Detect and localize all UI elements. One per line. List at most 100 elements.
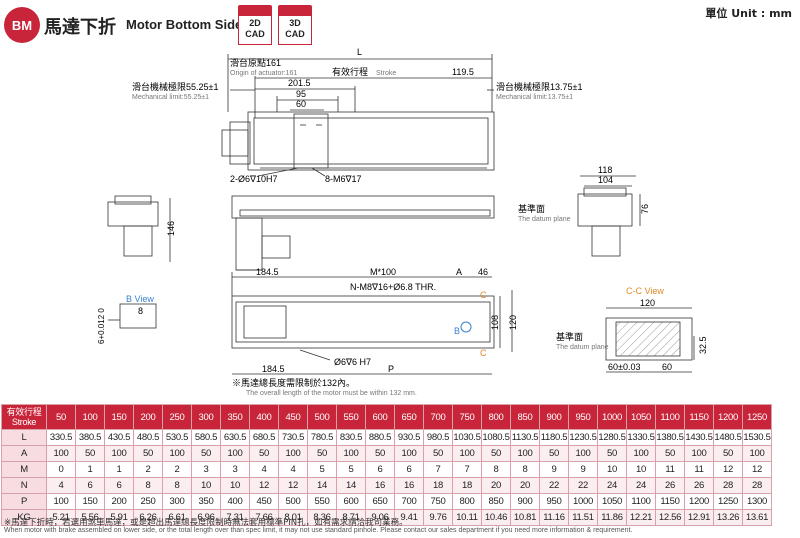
side-view-body — [231, 195, 495, 219]
table-cell: 8.01 — [278, 509, 308, 526]
table-cell: 10.11 — [452, 509, 482, 526]
table-cell: 6.96 — [191, 509, 221, 526]
table-cell: 6 — [365, 461, 395, 478]
table-cell: 700 — [394, 493, 424, 510]
table-cell: 8 — [481, 461, 511, 478]
row-label: L — [1, 429, 47, 446]
table-cell: 780.5 — [307, 429, 337, 446]
table-cell: 6 — [394, 461, 424, 478]
dim-46: 46 — [478, 267, 488, 277]
table-cell: 450 — [249, 493, 279, 510]
table-cell: 5 — [307, 461, 337, 478]
cad-3d-label: 3D — [289, 18, 301, 28]
table-cell: 5.56 — [75, 509, 105, 526]
table-cell: 100 — [742, 445, 772, 462]
table-cell: 12 — [713, 461, 743, 478]
stroke-header-cell: 350 — [220, 404, 250, 430]
table-cell: 1300 — [742, 493, 772, 510]
stroke-header-cell: 750 — [452, 404, 482, 430]
bottom-view-body — [231, 295, 495, 349]
table-cell: 1230.5 — [568, 429, 598, 446]
table-cell: 8.36 — [307, 509, 337, 526]
stroke-header-cell: 1000 — [597, 404, 627, 430]
datum-zh: 基準面 — [518, 203, 545, 214]
table-cell: 8 — [510, 461, 540, 478]
table-cell: 50 — [713, 445, 743, 462]
dim-201-5: 201.5 — [288, 78, 311, 88]
hole-2-label: 2-Ø6∇10H7 — [230, 174, 278, 184]
table-cell: 9 — [539, 461, 569, 478]
table-cell: 300 — [162, 493, 192, 510]
hole-8-label: 8-M6∇17 — [325, 174, 362, 184]
end-view-left — [107, 201, 159, 227]
table-cell: 900 — [510, 493, 540, 510]
table-cell: 22 — [539, 477, 569, 494]
table-cell: 1480.5 — [713, 429, 743, 446]
table-cell: 4 — [249, 461, 279, 478]
table-cell: 7.66 — [249, 509, 279, 526]
row-label: P — [1, 493, 47, 510]
table-cell: 24 — [597, 477, 627, 494]
dim-184-5-top: 184.5 — [256, 267, 279, 277]
stroke-zh: 有效行程 — [332, 66, 368, 77]
table-cell: 650 — [365, 493, 395, 510]
stroke-header-zh: 有效行程 — [6, 407, 42, 417]
table-cell: 16 — [394, 477, 424, 494]
table-cell: 28 — [713, 477, 743, 494]
technical-drawing: L 滑台原點161 Origin of actuator:161 有效行程 St… — [97, 47, 708, 397]
table-cell: 6.61 — [162, 509, 192, 526]
table-cell: 1530.5 — [742, 429, 772, 446]
table-cell: 100 — [162, 445, 192, 462]
table-cell: 330.5 — [46, 429, 76, 446]
table-cell: 1050 — [597, 493, 627, 510]
table-cell: 8 — [162, 477, 192, 494]
table-cell: 10.81 — [510, 509, 540, 526]
stroke-header-cell: 550 — [336, 404, 366, 430]
table-cell: 100 — [46, 493, 76, 510]
stroke-header-cell: 300 — [191, 404, 221, 430]
datum2-zh: 基準面 — [556, 331, 583, 342]
stroke-header-cell: 150 — [104, 404, 134, 430]
dim-146: 146 — [166, 221, 176, 236]
dim-60: 60 — [296, 99, 306, 109]
stroke-header-cell: 900 — [539, 404, 569, 430]
stroke-header-cell: 1100 — [655, 404, 685, 430]
table-cell: 1 — [75, 461, 105, 478]
end-view-right — [577, 193, 633, 227]
table-cell: 100 — [684, 445, 714, 462]
table-cell: 10 — [597, 461, 627, 478]
table-cell: 1330.5 — [626, 429, 656, 446]
table-cell: 880.5 — [365, 429, 395, 446]
table-cell: 16 — [365, 477, 395, 494]
table-cell: 100 — [278, 445, 308, 462]
title-chinese: 馬達下折 — [44, 17, 116, 38]
table-cell: 9.41 — [394, 509, 424, 526]
b-view-title: B View — [126, 294, 154, 304]
table-cell: 20 — [481, 477, 511, 494]
stroke-header-cell: 700 — [423, 404, 453, 430]
dim-60-cc: 60 — [662, 362, 672, 372]
stroke-header-cell: 400 — [249, 404, 279, 430]
table-cell: 6 — [75, 477, 105, 494]
table-cell: 500 — [278, 493, 308, 510]
title-english: Motor Bottom Side — [126, 17, 243, 32]
table-cell: 50 — [423, 445, 453, 462]
unit-label: 單位 Unit : mm — [705, 7, 792, 20]
model-badge: BM — [4, 7, 40, 43]
table-cell: 50 — [539, 445, 569, 462]
cc-view-section — [605, 317, 693, 361]
dim-104: 104 — [598, 175, 613, 185]
table-cell: 530.5 — [162, 429, 192, 446]
table-cell: 7 — [423, 461, 453, 478]
dim-108: 108 — [490, 315, 500, 330]
section-c-bottom: C — [480, 348, 487, 358]
table-cell: 22 — [568, 477, 598, 494]
table-cell: 1100 — [626, 493, 656, 510]
table-cell: 26 — [655, 477, 685, 494]
motor-note-zh: ※馬達總長度需限制於132內。 — [232, 377, 355, 388]
table-cell: 12 — [249, 477, 279, 494]
table-cell: 11.16 — [539, 509, 569, 526]
table-cell: 1200 — [684, 493, 714, 510]
